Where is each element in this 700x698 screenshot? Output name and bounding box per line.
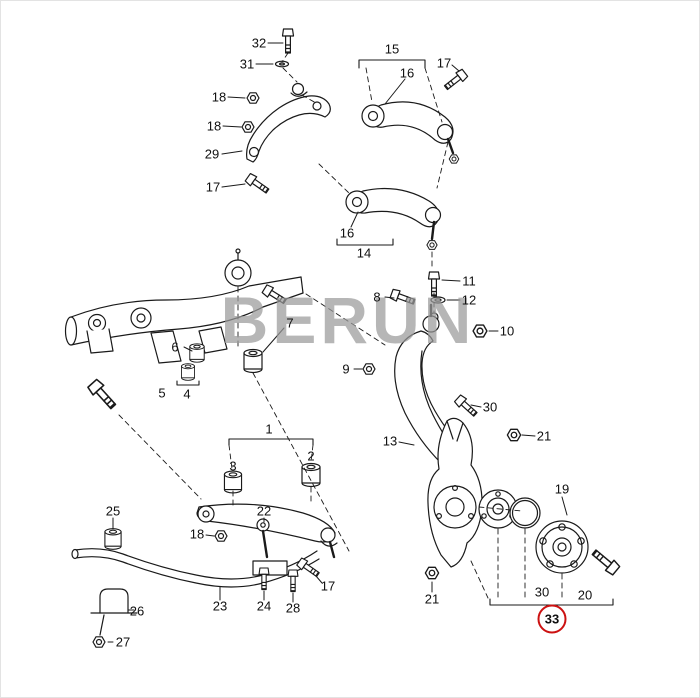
part-label-13: 13 bbox=[382, 433, 398, 449]
part-label-30: 30 bbox=[482, 399, 498, 415]
wheel-hub-bearing-group bbox=[478, 489, 622, 577]
part-label-25: 25 bbox=[105, 503, 121, 519]
stabilizer-bar-group bbox=[71, 518, 322, 648]
part-label-18: 18 bbox=[206, 118, 222, 134]
part-label-21: 21 bbox=[424, 591, 440, 607]
part-label-15: 15 bbox=[384, 41, 400, 57]
part-label-20: 20 bbox=[577, 587, 593, 603]
part-label-17: 17 bbox=[320, 578, 336, 594]
leader-lines bbox=[107, 42, 568, 643]
part-label-14: 14 bbox=[356, 245, 372, 261]
part-label-17: 17 bbox=[205, 179, 221, 195]
part-label-2: 2 bbox=[307, 448, 315, 464]
part-label-16: 16 bbox=[339, 225, 355, 241]
part-label-18: 18 bbox=[211, 89, 227, 105]
part-label-8: 8 bbox=[373, 289, 381, 305]
part-label-3: 3 bbox=[229, 458, 237, 474]
part-label-6: 6 bbox=[171, 339, 179, 355]
part-label-17: 17 bbox=[436, 55, 452, 71]
part-label-28: 28 bbox=[285, 600, 301, 616]
part-label-9: 9 bbox=[342, 361, 350, 377]
subframe-assembly bbox=[64, 248, 376, 413]
part-label-16: 16 bbox=[399, 65, 415, 81]
highlighted-part-label-33: 33 bbox=[537, 604, 567, 634]
part-label-7: 7 bbox=[286, 315, 294, 331]
part-label-10: 10 bbox=[499, 323, 515, 339]
part-label-23: 23 bbox=[212, 598, 228, 614]
part-label-21: 21 bbox=[536, 428, 552, 444]
part-label-12: 12 bbox=[461, 292, 477, 308]
part-label-1: 1 bbox=[265, 421, 273, 437]
part-label-30: 30 bbox=[534, 584, 550, 600]
projection-lines bbox=[118, 52, 563, 601]
part-label-24: 24 bbox=[256, 598, 272, 614]
part-label-22: 22 bbox=[256, 503, 272, 519]
part-label-32: 32 bbox=[251, 35, 267, 51]
steering-knuckle bbox=[424, 417, 483, 580]
part-label-5: 5 bbox=[158, 385, 166, 401]
part-label-29: 29 bbox=[204, 146, 220, 162]
part-label-27: 27 bbox=[115, 634, 131, 650]
top-mount-assembly bbox=[241, 28, 331, 197]
part-label-19: 19 bbox=[554, 481, 570, 497]
part-label-18: 18 bbox=[189, 526, 205, 542]
part-label-11: 11 bbox=[462, 273, 476, 289]
part-label-31: 31 bbox=[239, 56, 255, 72]
part-label-26: 26 bbox=[129, 603, 145, 619]
part-label-4: 4 bbox=[183, 386, 191, 402]
watermark-text: BERUN bbox=[220, 283, 476, 357]
upper-control-arm-group bbox=[345, 67, 469, 250]
